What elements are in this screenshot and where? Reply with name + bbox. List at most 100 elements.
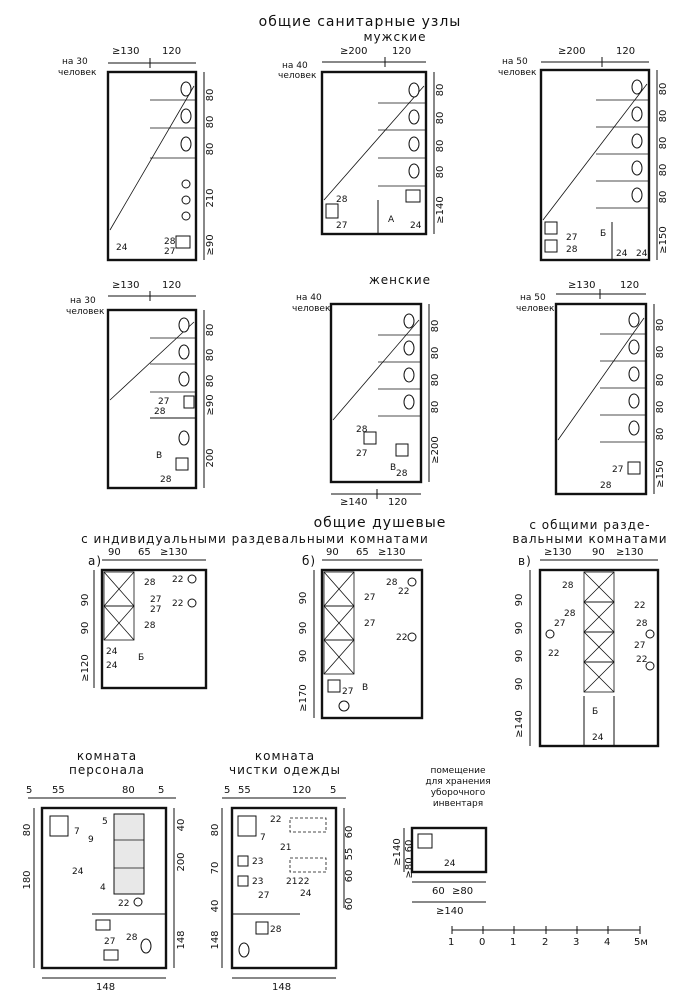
room-outline: [329, 302, 423, 484]
scale-tick-label: 1: [510, 937, 516, 948]
room-letter: В: [390, 463, 396, 473]
dim-height: 80: [22, 824, 33, 837]
capacity-label: человек: [66, 307, 105, 317]
dim-width: 148: [96, 982, 115, 993]
title-storage-room-line4: инвентаря: [433, 799, 483, 809]
dim-height: 200: [205, 448, 216, 467]
dim-height: 80: [435, 84, 446, 97]
dim-height: 80: [658, 83, 669, 96]
dim-height: 80: [655, 428, 666, 441]
dim-width: ≥130: [112, 280, 139, 291]
dim-width: ≥130: [616, 547, 643, 558]
dim-height: 80: [655, 374, 666, 387]
fixture-label: 22: [396, 633, 407, 643]
fixture-label: 28: [270, 925, 282, 935]
capacity-label: человек: [516, 304, 555, 314]
dim-height: 90: [514, 678, 525, 691]
fixture-label: 28: [356, 425, 368, 435]
dim-height: 148: [176, 930, 187, 949]
dim-height: 80: [658, 110, 669, 123]
fixture-label: 24: [106, 661, 118, 671]
title-storage-room-line3: уборочного: [431, 788, 486, 798]
fixture-label: 22: [548, 649, 559, 659]
dim-height: 80: [658, 191, 669, 204]
dim-width: 120: [162, 280, 181, 291]
title-showers-individual: с индивидуальными раздевальными комнатам…: [81, 532, 429, 546]
fixture-label: 27: [634, 641, 645, 651]
fixture-label: 24: [592, 733, 604, 743]
dim-height: 80: [205, 143, 216, 156]
dim-height: 80: [655, 401, 666, 414]
fixture-label: 28: [160, 475, 172, 485]
dim-height: 90: [80, 594, 91, 607]
dim-height: 40: [176, 819, 187, 832]
fixture-label: 22: [118, 899, 129, 909]
fixture-label: 5: [102, 817, 108, 827]
room-letter: В: [362, 683, 368, 693]
fixture-label: 27: [554, 619, 565, 629]
room-outline: [230, 806, 338, 970]
title-male: мужские: [364, 30, 427, 44]
fixture-label: 4: [100, 883, 106, 893]
variant-label: в): [518, 554, 532, 568]
dim-width: 120: [620, 280, 639, 291]
dim-width: ≥200: [340, 46, 367, 57]
fixture-label: 24: [116, 243, 128, 253]
dim-height: 90: [298, 592, 309, 605]
dim-height: 90: [514, 622, 525, 635]
dim-height: 80: [205, 324, 216, 337]
variant-label: а): [88, 554, 102, 568]
fixture-label: 28: [386, 578, 398, 588]
fixture-label: 24: [444, 859, 456, 869]
fixture-label: 28: [144, 621, 156, 631]
room-outline: [320, 568, 424, 720]
title-staff-room-line1: комната: [77, 749, 137, 763]
plan-shower-v: в) ≥130 90 ≥130 90 90 90 90 ≥140 28 28 2…: [514, 547, 660, 748]
dim-height: 80: [210, 824, 221, 837]
dim-width: ≥130: [112, 46, 139, 57]
variant-label: б): [302, 554, 316, 568]
dim-height: ≥170: [298, 684, 309, 711]
dim-width: ≥200: [558, 46, 585, 57]
room-outline: [539, 68, 651, 262]
dim-height: 200: [176, 852, 187, 871]
fixture-label: 27: [164, 247, 175, 257]
scale-tick-label: 3: [573, 937, 579, 948]
room-letter: Б: [592, 707, 598, 717]
dim-width: 65: [356, 547, 369, 558]
plan-shower-a: а) 90 65 ≥130 90 90 ≥120 28 27 27 28 22 …: [80, 547, 208, 690]
dim-width: ≥140: [436, 906, 463, 917]
fixture-label: 28: [600, 481, 612, 491]
scale-tick-label: 5м: [634, 937, 648, 948]
capacity-label: на 30: [70, 296, 96, 306]
plan-storage-room: 24 ≥140 60 ≥80 60 ≥80 ≥140: [392, 826, 488, 917]
fixture-label: 9: [88, 835, 94, 845]
room-letter: Б: [600, 229, 606, 239]
dim-width: 5: [158, 785, 164, 796]
dim-height: ≥90: [205, 234, 216, 255]
dim-width: ≥130: [160, 547, 187, 558]
fixture-label: 27: [342, 687, 353, 697]
dim-height: 80: [435, 112, 446, 125]
dim-height: ≥150: [658, 226, 669, 253]
title-showers-common-line2: вальными комнатами: [512, 532, 667, 546]
dim-height: 80: [430, 374, 441, 387]
fixture-label: 27: [612, 465, 623, 475]
title-showers-common-line1: с общими разде-: [529, 518, 650, 532]
dim-height: 40: [210, 900, 221, 913]
dim-width: 120: [392, 46, 411, 57]
fixture-label: 23: [252, 877, 263, 887]
room-outline: [554, 302, 648, 496]
fixture-label: 27: [364, 593, 375, 603]
fixture-label: 28: [336, 195, 348, 205]
room-letter: А: [388, 215, 395, 225]
dim-height: 80: [430, 320, 441, 333]
title-showers-common: с общими разде- вальными комнатами: [512, 518, 667, 546]
fixture-label: 28: [144, 578, 156, 588]
fixture-label: 27: [356, 449, 367, 459]
fixture-label: 27: [258, 891, 269, 901]
capacity-label: на 40: [296, 293, 322, 303]
plan-female-40: на 40 человек ≥140 120 80 80 80 80 ≥200 …: [292, 293, 441, 508]
capacity-label: на 50: [502, 57, 528, 67]
dim-width: 60: [432, 886, 445, 897]
